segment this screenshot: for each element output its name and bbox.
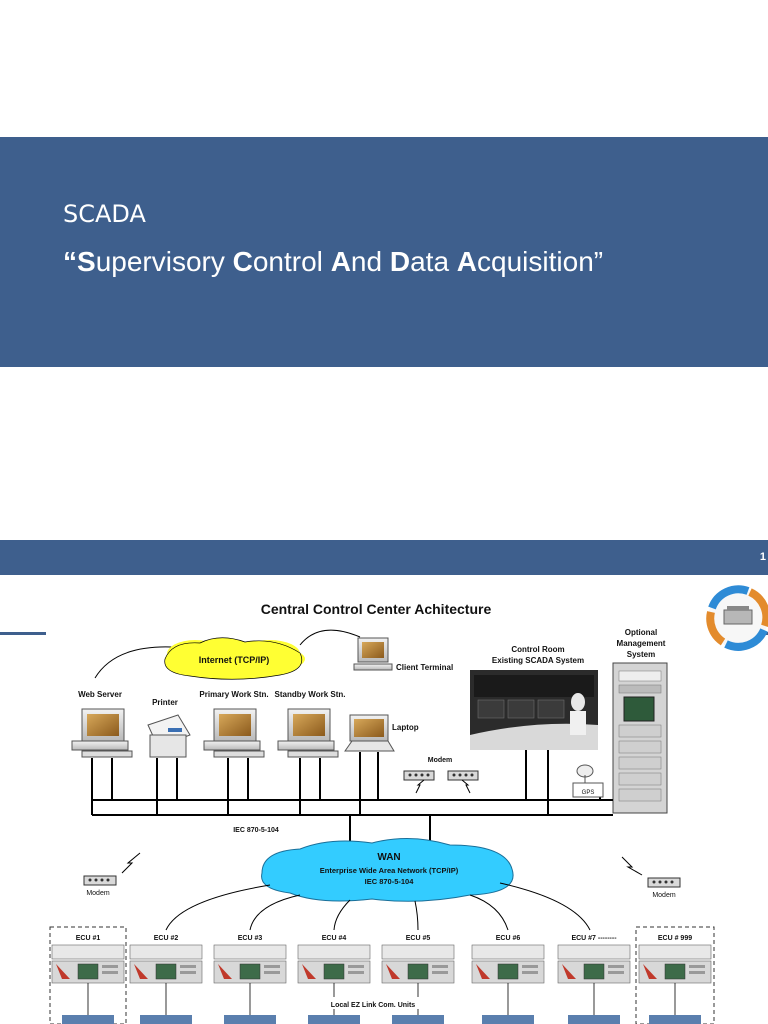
ecu-unit-1: [51, 944, 125, 1024]
internet-link-right: [299, 629, 361, 646]
ecu-unit-4: [297, 944, 371, 1024]
management-label: Management: [617, 639, 666, 648]
internet-label: Internet (TCP/IP): [199, 655, 270, 665]
modem-icon-left: [83, 875, 117, 886]
lan-drops: [91, 750, 601, 815]
modem-right-label: Modem: [652, 892, 676, 899]
ecu-label-7: ECU #7 --------: [571, 935, 617, 942]
ecu-unit-6: [471, 944, 545, 1024]
diagram-title: Central Control Center Achitecture: [261, 601, 492, 617]
ecu-label-3: ECU #3: [238, 935, 263, 942]
ecu-unit-2: [129, 944, 203, 1024]
primary-work-label: Primary Work Stn.: [199, 690, 268, 699]
web-server-label: Web Server: [78, 690, 122, 699]
modem-icon-center-1: [403, 770, 435, 781]
ecu-label-6: ECU #6: [496, 935, 521, 942]
laptop-icon: [344, 714, 395, 752]
accent-line-left: [0, 632, 46, 635]
control-room-photo: [470, 670, 598, 750]
ecu-999-group: [635, 926, 715, 1024]
local-units-label: Local EZ Link Com. Units: [331, 1002, 416, 1009]
wan-network-label: Enterprise Wide Area Network (TCP/IP): [320, 866, 459, 875]
wan-ecu-links: [165, 882, 591, 931]
header-band: [0, 540, 768, 575]
university-logo: [706, 585, 768, 651]
ecu-label-999: ECU # 999: [658, 935, 692, 942]
ecu-unit-7: [557, 944, 631, 1024]
printer-icon: [147, 714, 191, 758]
wan-iec-label: IEC 870-5-104: [365, 877, 415, 886]
ecu-unit-5: [381, 944, 455, 1024]
ecu-unit-8: [638, 944, 712, 1024]
standby-work-station-icon: [277, 708, 339, 758]
client-terminal-icon: [353, 637, 393, 671]
web-server-icon: [71, 708, 133, 758]
ecu-label-1: ECU #1: [76, 935, 101, 942]
slide-subtitle: “Supervisory Control And Data Acquisitio…: [63, 246, 604, 277]
modem-icon-center-2: [447, 770, 479, 781]
modem-left-label: Modem: [86, 890, 110, 897]
internet-link-left: [94, 646, 173, 679]
internet-cloud: [164, 637, 305, 680]
wan-title: WAN: [377, 852, 400, 863]
client-terminal-label: Client Terminal: [396, 663, 453, 672]
wan-cloud: [261, 837, 514, 902]
slide-title: SCADA: [63, 200, 146, 228]
architecture-diagram: Central Control Center Achitecture Inter…: [0, 585, 768, 1024]
ecu-1-group: [49, 926, 127, 1024]
ecu-unit-3: [213, 944, 287, 1024]
optional-label: Optional: [625, 628, 657, 637]
ecu-label-2: ECU #2: [154, 935, 179, 942]
control-room-label: Control Room: [511, 645, 564, 654]
modem-icon-right: [647, 877, 681, 888]
ecu-row: [51, 944, 712, 1024]
ecu-label-4: ECU #4: [322, 935, 347, 942]
laptop-label: Laptop: [392, 723, 419, 732]
gps-label: GPS: [582, 790, 595, 796]
modem-center-label: Modem: [428, 757, 453, 764]
gps-icon: [572, 764, 604, 798]
iec-bus-label: IEC 870-5-104: [233, 827, 279, 834]
ecu-label-5: ECU #5: [406, 935, 431, 942]
system-label: System: [627, 650, 655, 659]
server-rack: [612, 662, 668, 814]
standby-work-label: Standby Work Stn.: [275, 690, 346, 699]
printer-label: Printer: [152, 698, 178, 707]
primary-work-station-icon: [203, 708, 265, 758]
control-room-sublabel: Existing SCADA System: [492, 656, 584, 665]
page-number: 1: [759, 551, 766, 563]
title-banner: [0, 137, 768, 367]
